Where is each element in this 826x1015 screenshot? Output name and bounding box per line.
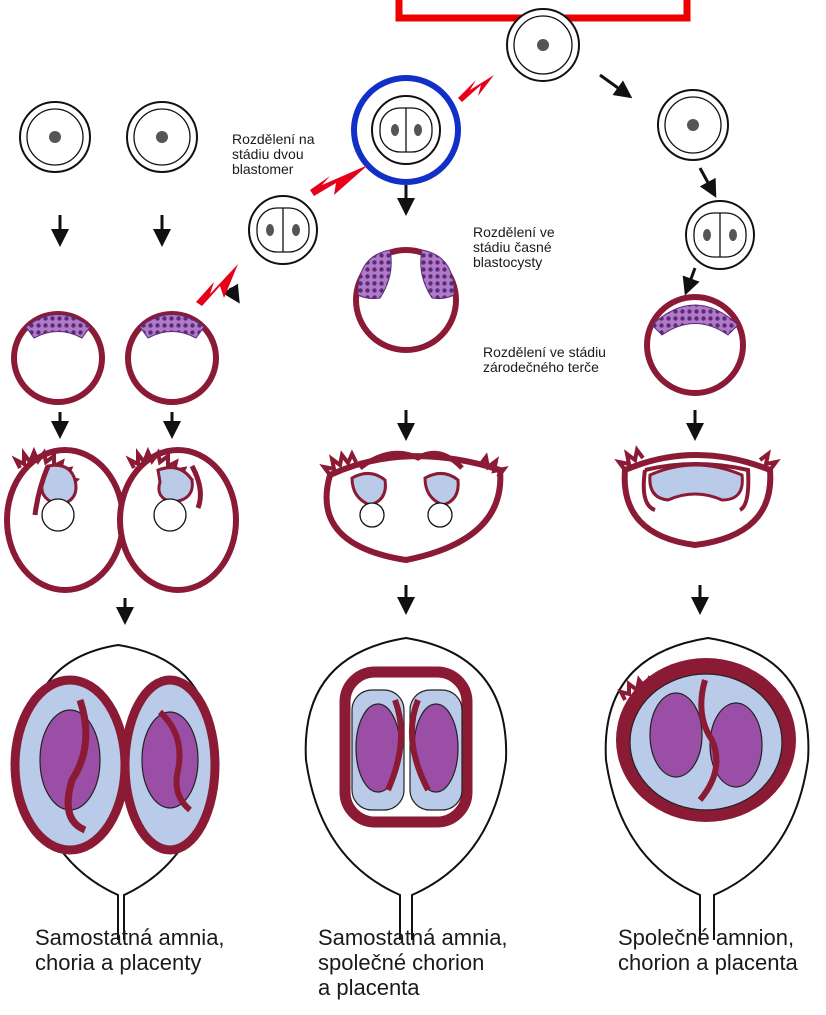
implant-left-1 xyxy=(7,450,123,590)
label-two-blastomere: Rozdělení na stádiu dvou blastomer xyxy=(232,132,315,177)
zygote-left-1 xyxy=(20,102,90,172)
label-embryonic-disc: Rozdělení ve stádiu zárodečného terče xyxy=(483,345,606,375)
caption-right: Společné amnion, chorion a placenta xyxy=(618,925,798,975)
uterus-left xyxy=(15,645,215,940)
zygote-top xyxy=(507,9,579,81)
uterus-right xyxy=(606,638,809,940)
implant-middle xyxy=(324,453,504,560)
red-arrow-3 xyxy=(196,264,238,306)
red-arrow-2 xyxy=(310,165,368,196)
blastocyst-right xyxy=(647,297,743,393)
uterus-middle xyxy=(306,638,506,940)
blastocyst-middle xyxy=(356,250,456,350)
caption-middle: Samostatná amnia, společné chorion a pla… xyxy=(318,925,508,1000)
implant-right xyxy=(619,450,776,545)
implant-left-2 xyxy=(120,450,236,590)
zygote-left-2 xyxy=(127,102,197,172)
label-early-blastocyst: Rozdělení ve stádiu časné blastocysty xyxy=(473,225,555,270)
two-cell-highlighted xyxy=(372,96,440,164)
zygote-right xyxy=(658,90,728,160)
two-cell-right xyxy=(686,201,754,269)
caption-left: Samostatná amnia, choria a placenty xyxy=(35,925,225,975)
blastocyst-left-2 xyxy=(128,314,216,402)
blastocyst-left-1 xyxy=(14,314,102,402)
two-cell-split-1 xyxy=(249,196,317,264)
red-arrow-1 xyxy=(458,75,494,102)
